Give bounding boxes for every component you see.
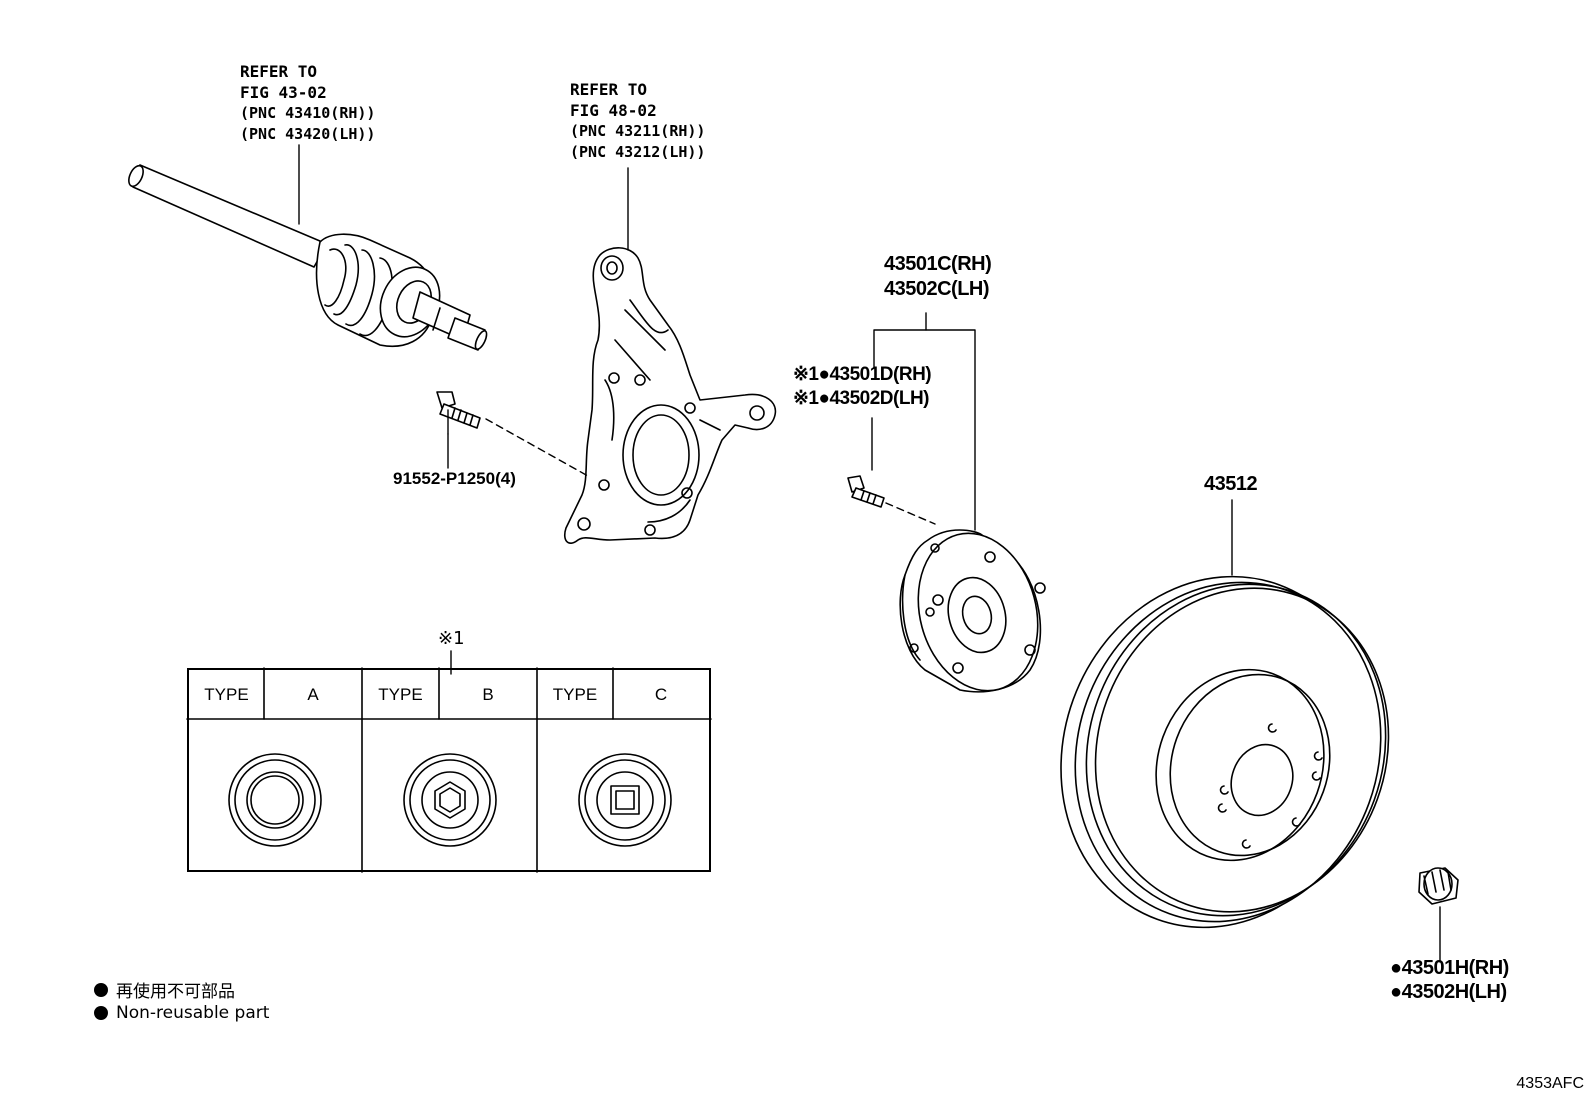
drive-shaft-ref-line4: (PNC 43420(LH)) [240,125,376,143]
legend-text-jp: 再使用不可部品 [116,982,235,1002]
drive-shaft-ref-line2: FIG 43-02 [240,83,327,102]
brake-disc-icon [1060,575,1390,929]
part-number-nut-lh: ●43502H(LH) [1390,981,1507,1003]
non-reusable-dot-icon [94,982,108,997]
type-table-grid [186,667,712,873]
non-reusable-dot-icon [94,1006,108,1020]
type-c-value: C [654,684,668,704]
type-a-label: TYPE [204,684,249,704]
part-number-bolt: 91552-P1250(4) [393,469,516,488]
legend-line1: 再使用不可部品 [94,977,235,1002]
type-b-label: TYPE [378,684,423,704]
bolt-icon [436,391,481,429]
drive-shaft-ref-line1: REFER TO [240,62,318,81]
hub-bearing-icon [899,529,1046,693]
type-a-value: A [307,684,319,704]
type-a-drawing [228,753,322,847]
knuckle-ref-line1: REFER TO [570,80,648,99]
steering-knuckle-icon [563,247,777,544]
part-number-hub-rh: 43501C(RH) [884,253,992,275]
legend-line2: Non-reusable part [94,1003,269,1023]
table-ref-mark: ※1 [438,628,465,649]
part-number-hub-bolt-rh: ※1●43501D(RH) [793,364,932,385]
drive-shaft-ref-line3: (PNC 43410(RH)) [240,104,376,122]
type-b-value: B [482,684,494,704]
drive-shaft-icon [128,164,488,351]
type-b-drawing [403,753,497,847]
legend-text-en: Non-reusable part [116,1003,270,1023]
type-c-label: TYPE [552,684,598,704]
part-number-hub-lh: 43502C(LH) [884,278,990,300]
part-number-disc: 43512 [1204,473,1258,495]
knuckle-ref-line3: (PNC 43211(RH)) [570,122,706,140]
part-number-hub-bolt-lh: ※1●43502D(LH) [793,388,930,409]
leader-lines [298,144,1441,963]
figure-code: 4353AFC [1516,1075,1584,1092]
type-c-drawing [578,753,672,847]
bolt-icon [847,475,885,508]
hub-nut-icon [1418,867,1459,905]
type-table [187,668,711,872]
part-number-nut-rh: ●43501H(RH) [1390,957,1509,979]
knuckle-ref-line4: (PNC 43212(LH)) [570,143,706,161]
knuckle-ref-line2: FIG 48-02 [570,101,657,120]
